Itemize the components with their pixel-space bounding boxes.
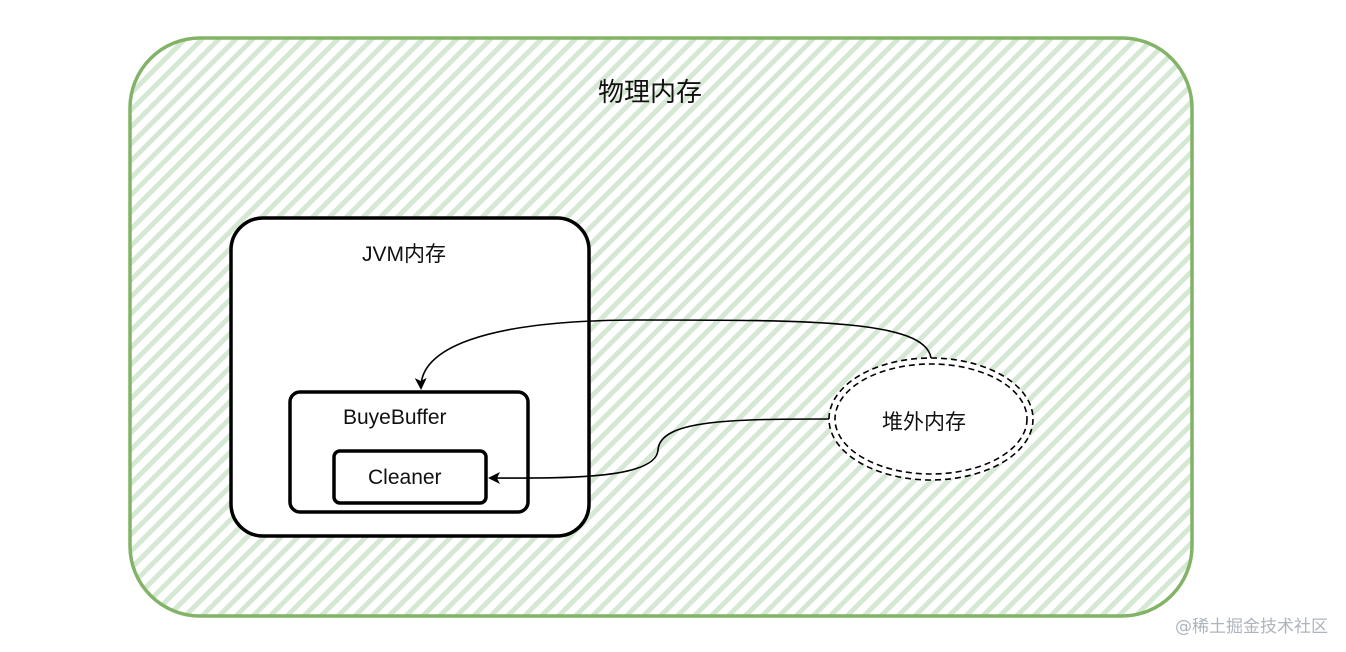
cleaner-box [332, 449, 488, 505]
byte-buffer-label: BuyeBuffer [343, 406, 447, 429]
off-heap-memory-ellipse-inner [834, 363, 1028, 475]
arrow-offheap-to-bytebuffer [414, 319, 932, 390]
arrow-offheap-to-cleaner [488, 418, 830, 485]
watermark: @稀土掘金技术社区 [1175, 617, 1328, 637]
cleaner-label: Cleaner [368, 466, 442, 489]
physical-memory-label: 物理内存 [598, 77, 703, 107]
off-heap-memory-ellipse [828, 357, 1034, 481]
off-heap-memory-label: 堆外内存 [882, 411, 966, 434]
jvm-memory-label: JVM内存 [362, 243, 446, 266]
